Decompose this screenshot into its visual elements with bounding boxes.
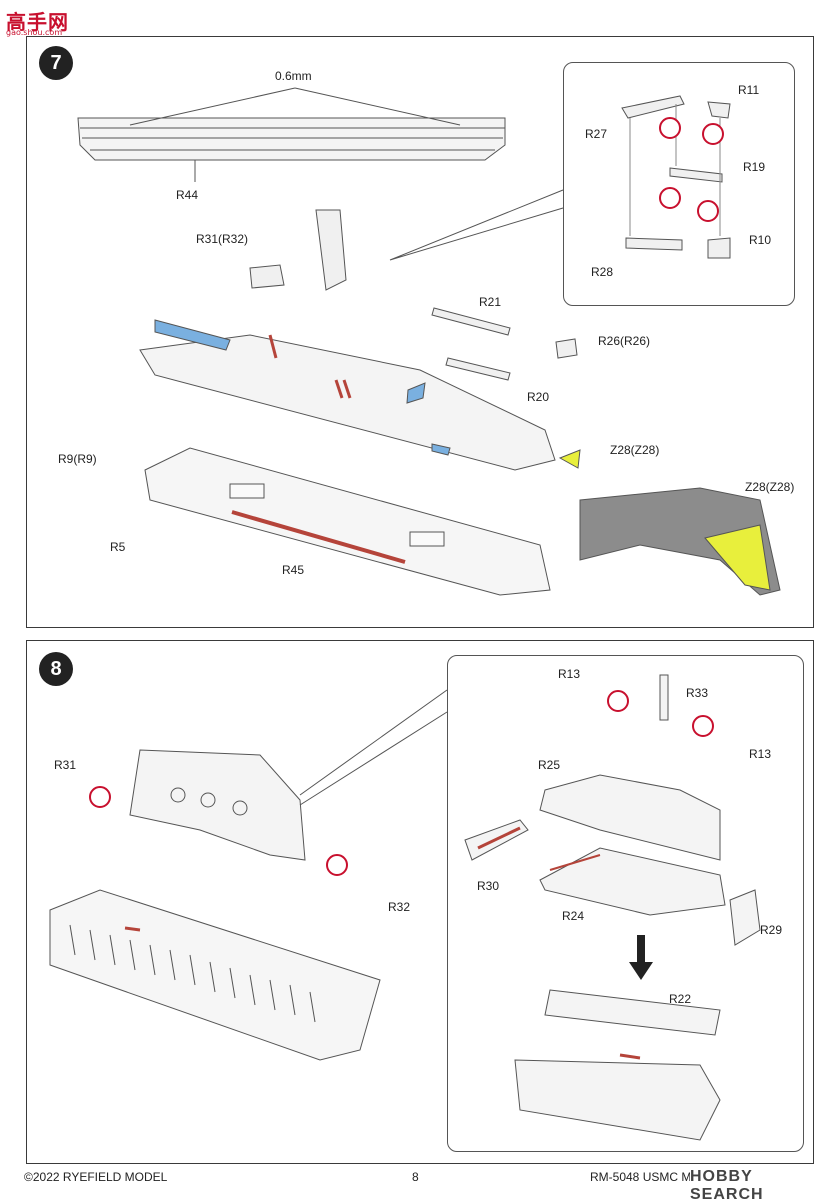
label-r22: R22 (669, 992, 692, 1006)
label-r21: R21 (479, 295, 502, 309)
no-glue-icons-step8 (89, 690, 714, 876)
label-r10: R10 (749, 233, 772, 247)
label-r11: R11 (738, 83, 760, 97)
hobby-search-logo: HOBBY SEARCH (690, 1168, 764, 1203)
step-8-badge: 8 (39, 652, 73, 686)
z28-detail-view (579, 487, 781, 596)
label-r24: R24 (562, 909, 585, 923)
r21-r20-parts (249, 209, 578, 381)
inset-callout-lines (389, 189, 564, 261)
label-r26-r26: R26(R26) (598, 334, 651, 348)
step-7-badge: 7 (39, 46, 73, 80)
footer-product-code: RM-5048 USMC M1A1 FEP / TUSK (590, 1170, 690, 1184)
label-z28-b: Z28(Z28) (745, 480, 795, 494)
step-8-callout-lines (299, 689, 448, 806)
label-r13-b: R13 (749, 747, 772, 761)
label-r32: R32 (388, 900, 411, 914)
r44-photo-etch-part (77, 87, 506, 182)
label-r45: R45 (282, 563, 305, 577)
watermark-url: gao.shou.com (6, 28, 63, 37)
label-z28-a: Z28(Z28) (610, 443, 660, 457)
label-r31-r32: R31(R32) (196, 232, 249, 246)
label-r27: R27 (585, 127, 608, 141)
step-8-inset-parts (464, 674, 761, 1141)
label-r44: R44 (176, 188, 199, 202)
label-r20: R20 (527, 390, 550, 404)
label-r28: R28 (591, 265, 614, 279)
watermark-logo: 高手网 gao.shou.com (6, 6, 69, 37)
main-housing-part (139, 319, 556, 471)
z28-small-part (558, 449, 581, 469)
label-r5: R5 (110, 540, 126, 554)
label-r33: R33 (686, 686, 709, 700)
label-r31: R31 (54, 758, 77, 772)
label-r25: R25 (538, 758, 561, 772)
label-r19: R19 (743, 160, 766, 174)
label-r29: R29 (760, 923, 783, 937)
step-8-lower-assembly (49, 889, 381, 1061)
footer-copyright: ©2022 RYEFIELD MODEL (24, 1170, 168, 1184)
footer-page-number: 8 (412, 1170, 419, 1184)
down-arrow-icon (629, 935, 653, 980)
label-r30: R30 (477, 879, 500, 893)
no-glue-icons-step7 (659, 117, 724, 222)
label-r9-r9: R9(R9) (58, 452, 97, 466)
label-thickness: 0.6mm (275, 69, 312, 83)
step-8-upper-part (129, 749, 306, 861)
label-r13-a: R13 (558, 667, 581, 681)
r45-lower-part (144, 447, 551, 596)
watermark-text: 高手网 (6, 10, 69, 34)
step-7-inset-parts (621, 95, 731, 259)
